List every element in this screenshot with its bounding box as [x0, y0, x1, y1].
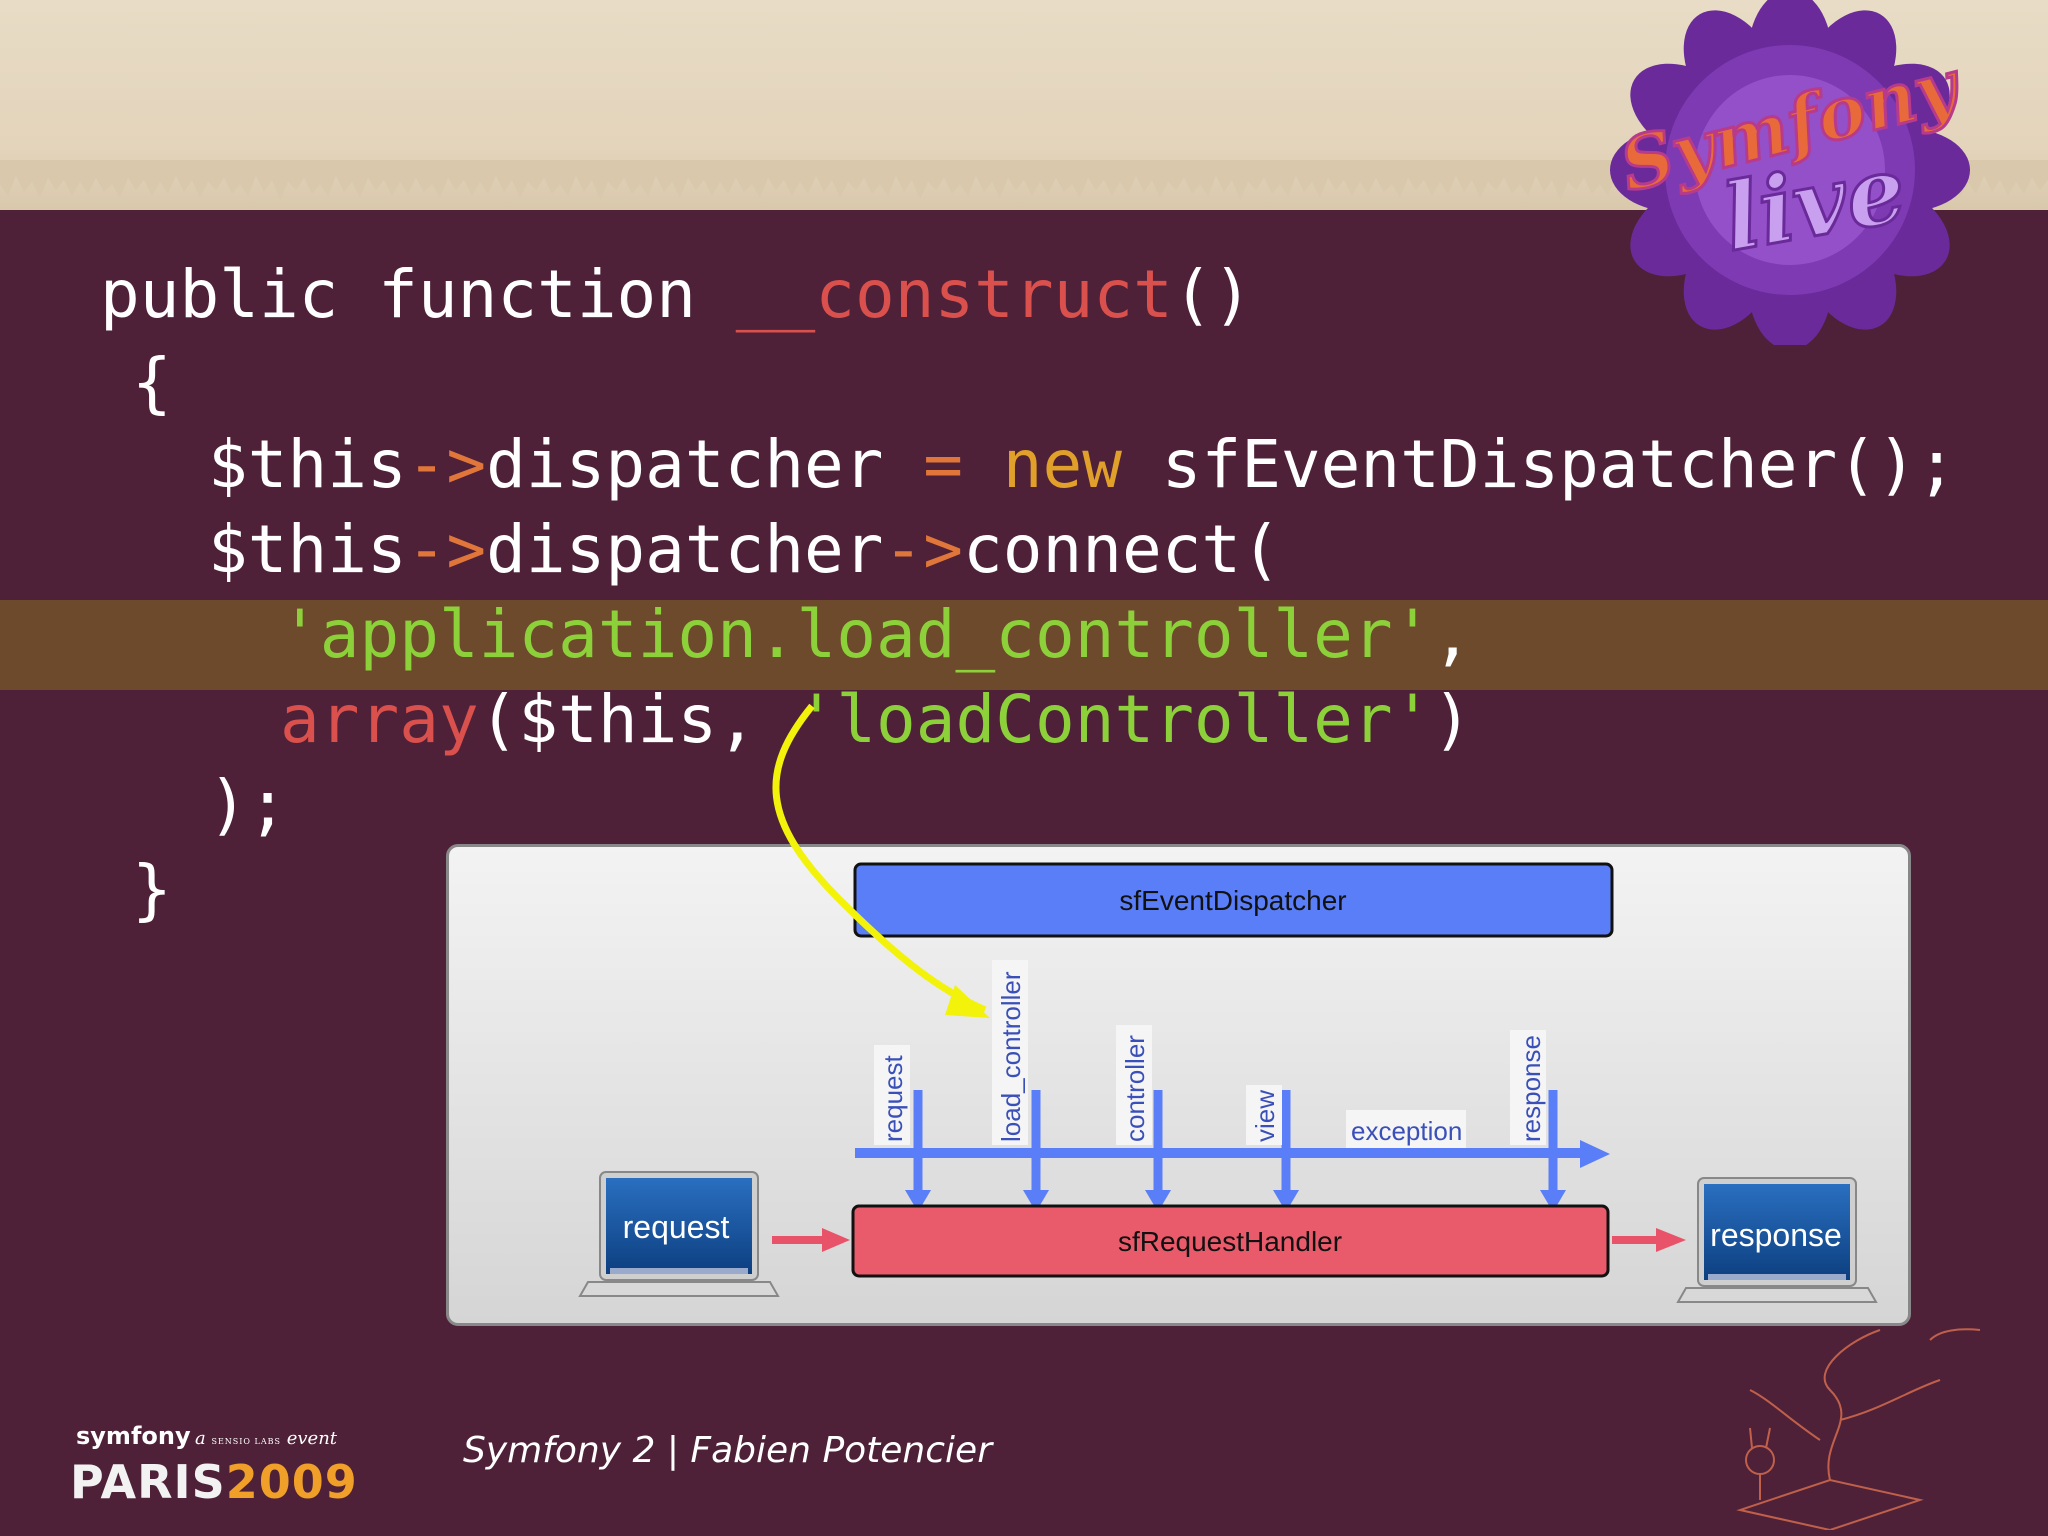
request-handler-label: sfRequestHandler	[1118, 1226, 1342, 1257]
decorative-sketch	[1736, 1328, 1981, 1530]
response-laptop-icon	[1676, 1177, 1878, 1303]
code-line-3: $this->dispatcher = new sfEventDispatche…	[208, 426, 1957, 503]
event-label-controller: controller	[1120, 1035, 1150, 1142]
code-line-7: );	[208, 766, 288, 843]
paper-fringe	[0, 160, 2048, 200]
code-line-4: $this->dispatcher->connect(	[208, 511, 1281, 588]
request-handler-box	[851, 1204, 1610, 1278]
dispatcher-label: sfEventDispatcher	[1119, 885, 1346, 916]
pointer-head	[945, 985, 990, 1018]
request-laptop-icon	[578, 1171, 780, 1297]
brand-symfony: symfony	[76, 1422, 191, 1450]
request-laptop-label: request	[623, 1209, 730, 1245]
event-label-view: view	[1250, 1090, 1280, 1142]
event-label-request: request	[878, 1055, 908, 1142]
brand-paris-2009: PARIS2009	[70, 1455, 358, 1509]
brand-event: a SENSIO LABS event	[195, 1428, 338, 1449]
event-label-load-controller: load_controller	[996, 971, 1026, 1142]
code-line-8: }	[132, 851, 172, 928]
code-line-5: 'application.load_controller',	[280, 596, 1473, 673]
event-timeline-head	[1580, 1140, 1610, 1168]
code-block: public function __construct() { $this->d…	[100, 256, 1957, 928]
footer-title: Symfony 2 | Fabien Potencier	[463, 1430, 992, 1471]
dispatcher-box	[853, 862, 1614, 938]
code-line-1: public function __construct()	[100, 256, 1253, 333]
event-label-response: response	[1516, 1035, 1546, 1142]
code-highlight-band	[0, 600, 2048, 690]
code-line-2: {	[132, 344, 172, 421]
response-laptop-label: response	[1710, 1217, 1842, 1253]
event-label-exception: exception	[1351, 1116, 1462, 1146]
code-line-6: array($this, 'loadController')	[280, 681, 1473, 758]
pointer-curve	[772, 703, 987, 1014]
symfony-live-logo: Symfony live	[1610, 0, 1971, 345]
